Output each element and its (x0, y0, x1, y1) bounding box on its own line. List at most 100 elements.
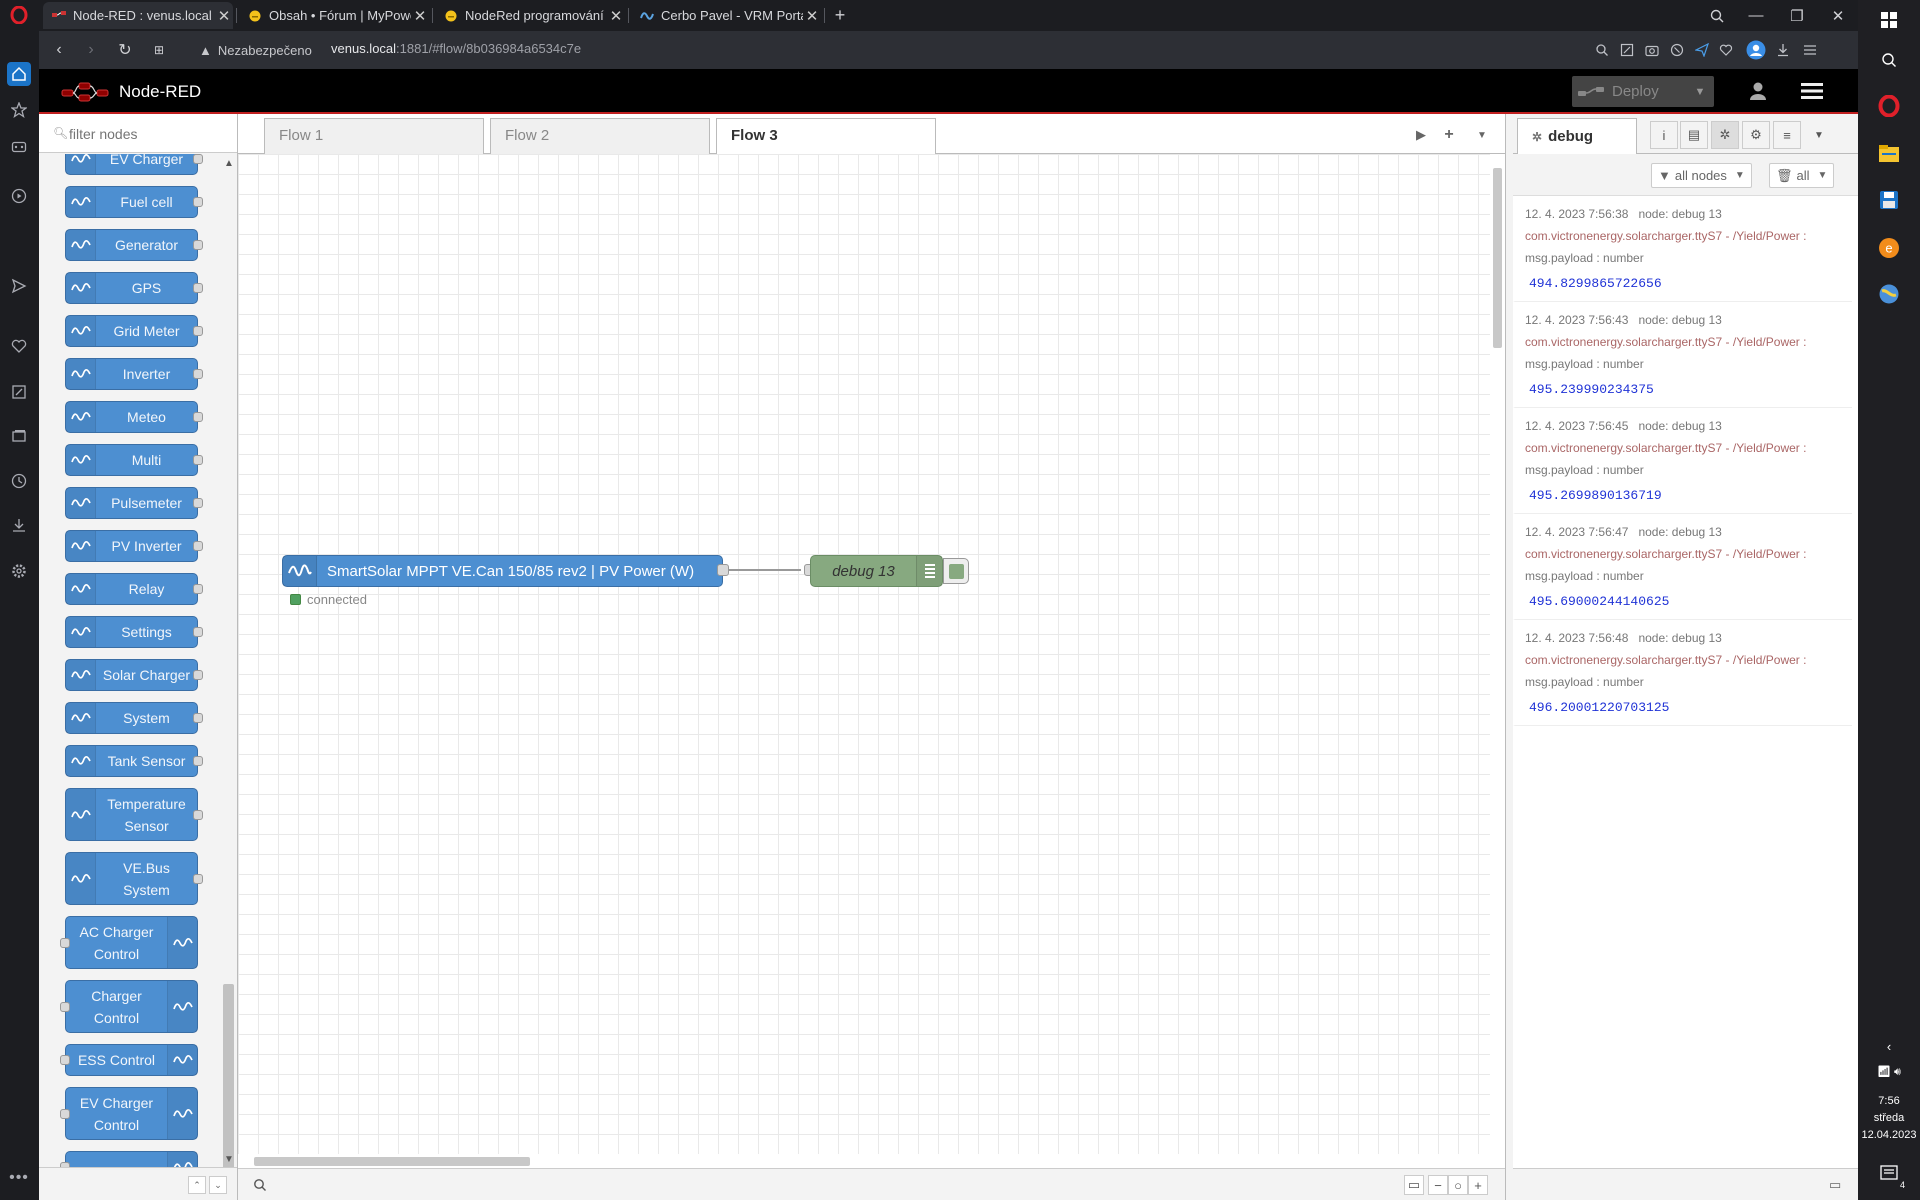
new-tab-button[interactable]: + (834, 5, 846, 25)
palette-node[interactable]: Relay (65, 573, 203, 605)
more-options-icon[interactable]: ••• (9, 1169, 29, 1186)
debug-message-node[interactable]: node: debug 13 (1638, 207, 1722, 221)
expand-all-icon[interactable]: ⌄ (209, 1176, 227, 1194)
home-icon[interactable] (7, 62, 31, 86)
scrollbar-thumb[interactable] (254, 1157, 530, 1166)
globe-app-icon[interactable] (1875, 280, 1903, 308)
opera-app-icon[interactable] (1875, 92, 1903, 120)
palette-node[interactable]: Fuel cell (65, 186, 203, 218)
palette-scrollbar[interactable]: ▲ ▼ (220, 154, 237, 1174)
palette-node[interactable]: EV Charger Control (60, 1087, 198, 1140)
flow-wire[interactable] (729, 569, 801, 571)
debug-message-value[interactable]: 494.8299865722656 (1529, 276, 1662, 291)
workspace-vertical-scrollbar[interactable] (1490, 154, 1505, 1154)
debug-message-value[interactable]: 495.239990234375 (1529, 382, 1654, 397)
gx-games-icon[interactable] (7, 135, 31, 159)
palette-node[interactable] (60, 1151, 198, 1167)
easy-setup-menu-icon[interactable] (1800, 40, 1820, 60)
palette-node[interactable]: ESS Control (60, 1044, 198, 1076)
bookmarks-star-icon[interactable] (7, 98, 31, 122)
workspace-canvas[interactable]: SmartSolar MPPT VE.Can 150/85 rev2 | PV … (238, 154, 1490, 1154)
tab-flow-3[interactable]: Flow 3 (716, 118, 936, 155)
zoom-in-icon[interactable]: + (1468, 1175, 1488, 1195)
minimize-button[interactable]: — (1748, 7, 1764, 24)
snapshot-camera-icon[interactable] (1642, 40, 1662, 60)
zoom-reset-icon[interactable]: ○ (1448, 1175, 1468, 1195)
deploy-caret-icon[interactable]: ▼ (1694, 85, 1706, 98)
send-icon[interactable] (7, 274, 31, 298)
user-icon[interactable] (1745, 77, 1771, 105)
palette-node[interactable]: Charger Control (60, 980, 198, 1033)
palette-node[interactable]: Temperature Sensor (65, 788, 203, 841)
network-volume-icon[interactable]: 📶︎ 🔊︎ (1877, 1066, 1901, 1078)
info-icon[interactable]: i (1650, 121, 1678, 149)
filter-nodes-button[interactable]: ▼ all nodes ▼ (1651, 163, 1752, 188)
tabs-icon[interactable] (7, 424, 31, 448)
save-app-icon[interactable] (1875, 186, 1903, 214)
flow-node-solar-charger[interactable]: SmartSolar MPPT VE.Can 150/85 rev2 | PV … (282, 555, 723, 587)
palette-node[interactable]: Pulsemeter (65, 487, 203, 519)
settings-gear-icon[interactable] (7, 559, 31, 583)
notifications-icon[interactable]: 4 (1875, 1160, 1905, 1190)
debug-toggle-button[interactable] (943, 558, 969, 584)
debug-message-value[interactable]: 496.20001220703125 (1529, 700, 1670, 715)
back-icon[interactable]: ‹ (56, 41, 62, 58)
windows-start-icon[interactable] (1875, 6, 1903, 34)
palette-node[interactable]: Generator (65, 229, 203, 261)
restore-button[interactable]: ❐ (1790, 7, 1804, 25)
help-book-icon[interactable]: ▤ (1680, 121, 1708, 149)
search-icon[interactable] (250, 1175, 270, 1195)
easy-setup-icon[interactable] (1617, 40, 1637, 60)
adblock-icon[interactable] (1667, 40, 1687, 60)
debug-message-node[interactable]: node: debug 13 (1638, 525, 1722, 539)
palette-node[interactable]: Solar Charger (65, 659, 203, 691)
heart-icon[interactable] (1716, 40, 1736, 60)
workspace-horizontal-scrollbar[interactable] (238, 1154, 1505, 1168)
e-app-icon[interactable]: e (1875, 234, 1903, 262)
debug-message-node[interactable]: node: debug 13 (1638, 313, 1722, 327)
debug-bug-icon[interactable]: ✲ (1711, 121, 1739, 149)
sidebar-separator[interactable] (1505, 114, 1513, 1200)
config-gear-icon[interactable]: ⚙ (1742, 121, 1770, 149)
navigator-map-icon[interactable]: ▭ (1404, 1175, 1424, 1195)
palette-node[interactable]: Grid Meter (65, 315, 203, 347)
palette-node[interactable]: VE.Bus System (65, 852, 203, 905)
zoom-out-icon[interactable]: − (1428, 1175, 1448, 1195)
security-warning[interactable]: ▲ Nezabezpečeno (199, 40, 312, 60)
reload-icon[interactable]: ↻ (118, 42, 132, 59)
speed-dial-icon[interactable]: ⊞ (153, 43, 165, 57)
palette-node[interactable]: Settings (65, 616, 203, 648)
tab-close-icon[interactable]: ✕ (217, 7, 231, 25)
debug-message-value[interactable]: 495.2699890136719 (1529, 488, 1662, 503)
palette-node[interactable]: Inverter (65, 358, 203, 390)
opera-logo-icon[interactable] (7, 3, 31, 27)
tab-flow-1[interactable]: Flow 1 (264, 118, 484, 154)
deploy-button[interactable]: Deploy ▼ (1572, 76, 1714, 107)
context-data-icon[interactable]: ≡ (1773, 121, 1801, 149)
palette-filter-input[interactable] (69, 123, 219, 145)
main-menu-icon[interactable] (1797, 77, 1827, 105)
palette-node[interactable]: PV Inverter (65, 530, 203, 562)
scrollbar-thumb[interactable] (1493, 168, 1502, 348)
file-explorer-icon[interactable] (1875, 140, 1903, 168)
forward-icon[interactable]: › (88, 41, 94, 58)
tab-close-icon[interactable]: ✕ (805, 7, 819, 25)
debug-message-node[interactable]: node: debug 13 (1638, 419, 1722, 433)
collapse-all-icon[interactable]: ⌃ (188, 1176, 206, 1194)
debug-message-node[interactable]: node: debug 13 (1638, 631, 1722, 645)
add-flow-icon[interactable]: + (1444, 126, 1454, 143)
palette-node[interactable]: GPS (65, 272, 203, 304)
browser-tab-forum-2[interactable]: NodeRed programování • Fórum ✕ (435, 2, 625, 29)
search-page-icon[interactable] (1592, 40, 1612, 60)
edit-icon[interactable] (7, 380, 31, 404)
tab-search-icon[interactable] (1697, 0, 1737, 31)
scroll-down-icon[interactable]: ▼ (224, 1154, 234, 1165)
palette-node[interactable]: Multi (65, 444, 203, 476)
palette-node[interactable]: Meteo (65, 401, 203, 433)
clear-messages-button[interactable]: 🗑︎ all ▼ (1769, 163, 1835, 188)
palette-node[interactable]: EV Charger (65, 154, 203, 175)
